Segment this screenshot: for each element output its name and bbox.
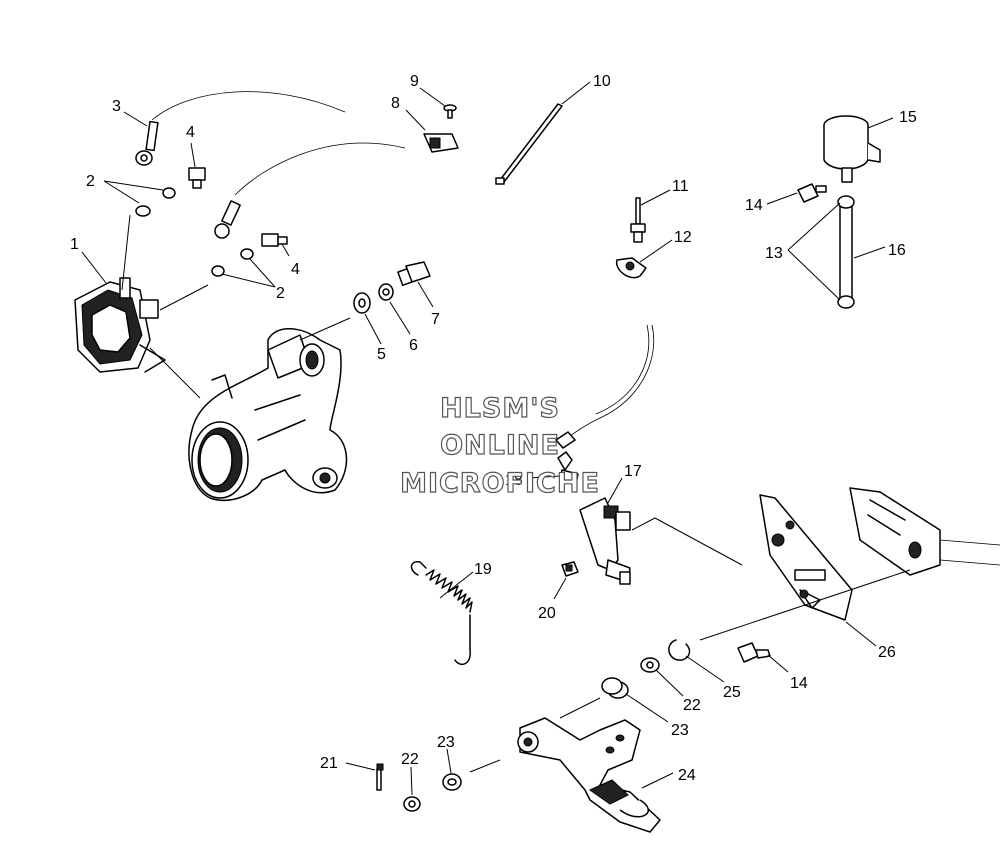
callout-6: 6 bbox=[409, 337, 418, 354]
callout-9: 9 bbox=[410, 73, 419, 90]
callout-25: 25 bbox=[723, 684, 741, 701]
callout-14: 14 bbox=[745, 197, 763, 214]
callout-4: 4 bbox=[291, 261, 300, 278]
callout-3: 3 bbox=[112, 98, 121, 115]
line-fitting bbox=[214, 200, 241, 239]
brake-caliper bbox=[74, 277, 166, 373]
fitting-18 bbox=[555, 431, 579, 485]
snap-ring bbox=[668, 639, 691, 661]
rivet-11 bbox=[630, 197, 646, 243]
callout-12: 12 bbox=[674, 229, 692, 246]
callout-22: 22 bbox=[683, 697, 701, 714]
hose-16 bbox=[839, 204, 853, 301]
return-spring bbox=[410, 561, 473, 666]
axle-housing bbox=[188, 328, 348, 502]
washer bbox=[135, 205, 151, 217]
bolt-7 bbox=[397, 261, 431, 287]
cotter-pin bbox=[376, 763, 384, 791]
bolt-14-lower bbox=[737, 642, 771, 663]
line-clip bbox=[423, 133, 459, 153]
callout-21: 21 bbox=[320, 755, 338, 772]
bolt-lower bbox=[261, 233, 288, 247]
cable-tie bbox=[495, 103, 563, 185]
nut-20 bbox=[561, 561, 579, 577]
callout-8: 8 bbox=[391, 95, 400, 112]
callout-15: 15 bbox=[899, 109, 917, 126]
master-cylinder bbox=[579, 497, 631, 585]
washer bbox=[211, 265, 225, 277]
brake-pedal bbox=[517, 717, 661, 833]
washer bbox=[240, 248, 254, 260]
bolt-14-upper bbox=[797, 183, 827, 203]
brake-line-lower bbox=[234, 142, 406, 196]
watermark-line2: ONLINE bbox=[440, 430, 560, 461]
callout-19: 19 bbox=[474, 561, 492, 578]
watermark-line1: HLSM'S bbox=[440, 393, 560, 424]
callout-13: 13 bbox=[765, 245, 783, 262]
callout-23: 23 bbox=[437, 734, 455, 751]
callout-1: 1 bbox=[70, 236, 79, 253]
callout-17: 17 bbox=[624, 463, 642, 480]
callout-24: 24 bbox=[678, 767, 696, 784]
callout-23: 23 bbox=[671, 722, 689, 739]
callout-2: 2 bbox=[276, 285, 285, 302]
frame-section bbox=[849, 487, 1000, 576]
washer bbox=[162, 187, 176, 199]
brake-line-upper bbox=[151, 91, 346, 121]
screw-9 bbox=[443, 104, 457, 119]
callout-14: 14 bbox=[790, 675, 808, 692]
callout-4: 4 bbox=[186, 124, 195, 141]
mount-plate bbox=[759, 494, 853, 621]
callout-10: 10 bbox=[593, 73, 611, 90]
watermark-line3: MICROFICHE bbox=[400, 468, 600, 499]
callout-22: 22 bbox=[401, 751, 419, 768]
callout-18: 18 bbox=[505, 472, 523, 489]
bolt-upper bbox=[188, 167, 206, 189]
callout-7: 7 bbox=[431, 311, 440, 328]
banjo-fitting bbox=[135, 120, 159, 166]
callout-20: 20 bbox=[538, 605, 556, 622]
callout-26: 26 bbox=[878, 644, 896, 661]
clamp-12 bbox=[615, 257, 647, 279]
hose-clamps bbox=[837, 195, 855, 309]
callout-5: 5 bbox=[377, 346, 386, 363]
brake-line-right bbox=[564, 324, 655, 441]
reservoir bbox=[823, 115, 881, 183]
bushing-23-lower bbox=[442, 773, 462, 791]
bushing-23-upper bbox=[601, 677, 629, 699]
callout-2: 2 bbox=[86, 173, 95, 190]
callout-16: 16 bbox=[888, 242, 906, 259]
callout-11: 11 bbox=[672, 178, 689, 195]
